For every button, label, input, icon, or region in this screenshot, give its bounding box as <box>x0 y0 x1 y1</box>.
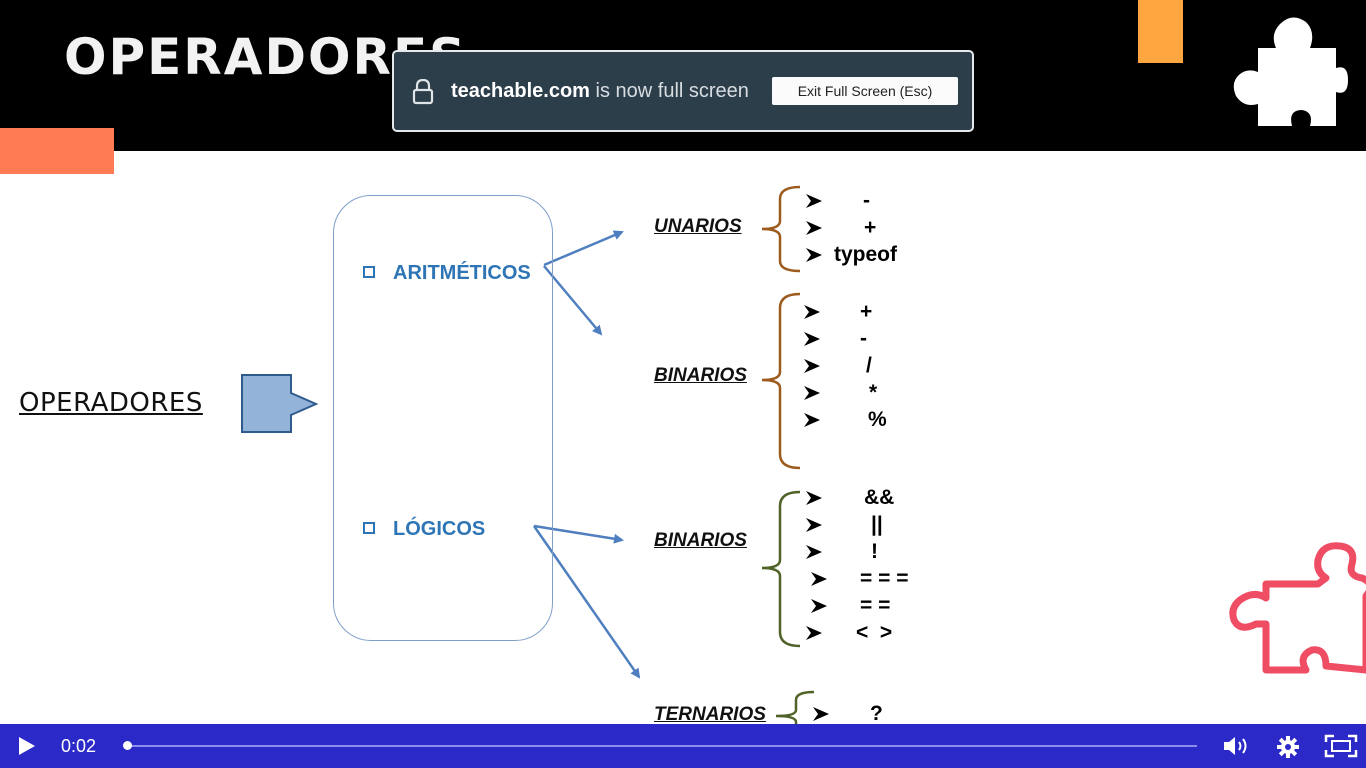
arrow-to-unarios <box>543 230 624 267</box>
arrow-bullet-icon <box>811 572 827 586</box>
group-label-ternarios: TERNARIOS <box>654 704 766 725</box>
progress-scrubber[interactable] <box>123 741 133 750</box>
arrow-bullet-icon <box>804 305 820 319</box>
puzzle-piece-icon <box>1233 17 1348 126</box>
accent-bar-top <box>1138 0 1183 63</box>
checkbox-bullet-icon <box>363 522 375 534</box>
fullscreen-notification: teachable.com is now full screen Exit Fu… <box>392 50 974 132</box>
group-label-unarios: UNARIOS <box>654 216 742 237</box>
arrow-bullet-icon <box>806 518 822 532</box>
puzzle-outline-icon <box>1229 542 1366 674</box>
play-icon[interactable] <box>14 735 38 757</box>
fullscreen-message: teachable.com is now full screen <box>451 80 749 103</box>
site-name: teachable.com <box>451 80 590 102</box>
categories-box <box>333 195 553 641</box>
arrow-bullet-icon <box>806 626 822 640</box>
arrow-to-ternarios <box>532 525 641 679</box>
brace-unarios <box>761 185 801 273</box>
fullscreen-icon[interactable] <box>1324 734 1358 758</box>
arrow-bullet-icon <box>811 599 827 613</box>
volume-icon[interactable] <box>1222 735 1252 757</box>
checkbox-bullet-icon <box>363 266 375 278</box>
arrow-bullet-icon <box>804 386 820 400</box>
arrow-bullet-icon <box>806 248 822 262</box>
category-arithmetic: ARITMÉTICOS <box>363 262 531 285</box>
arrow-bullet-icon <box>813 707 829 721</box>
arrow-bullet-icon <box>806 194 822 208</box>
arrow-bullet-icon <box>806 545 822 559</box>
exit-fullscreen-button[interactable]: Exit Full Screen (Esc) <box>772 77 958 105</box>
arrow-to-binarios-log <box>533 524 624 544</box>
arrow-bullet-icon <box>804 413 820 427</box>
block-arrow-icon <box>241 374 319 433</box>
diagram-connectors <box>241 230 641 679</box>
settings-icon[interactable] <box>1276 735 1300 759</box>
brace-binarios-logical <box>761 490 801 648</box>
accent-bar-left <box>0 128 114 174</box>
category-logical: LÓGICOS <box>363 518 485 541</box>
arrow-bullet-icon <box>806 491 822 505</box>
fullscreen-message-text: is now full screen <box>595 80 749 102</box>
group-label-binarios-arithmetic: BINARIOS <box>654 365 747 386</box>
progress-track[interactable] <box>125 745 1197 747</box>
arrow-bullet-icon <box>804 359 820 373</box>
player-control-bar: 0:02 <box>0 724 1366 768</box>
operators-label: OPERADORES <box>19 388 203 418</box>
group-label-binarios-logical: BINARIOS <box>654 530 747 551</box>
lock-icon <box>412 79 434 105</box>
arrow-bullet-icon <box>804 332 820 346</box>
current-time: 0:02 <box>61 736 97 756</box>
arrow-to-binarios-arit <box>543 265 603 336</box>
arrow-bullet-icon <box>806 221 822 235</box>
brace-binarios-arithmetic <box>761 292 801 470</box>
